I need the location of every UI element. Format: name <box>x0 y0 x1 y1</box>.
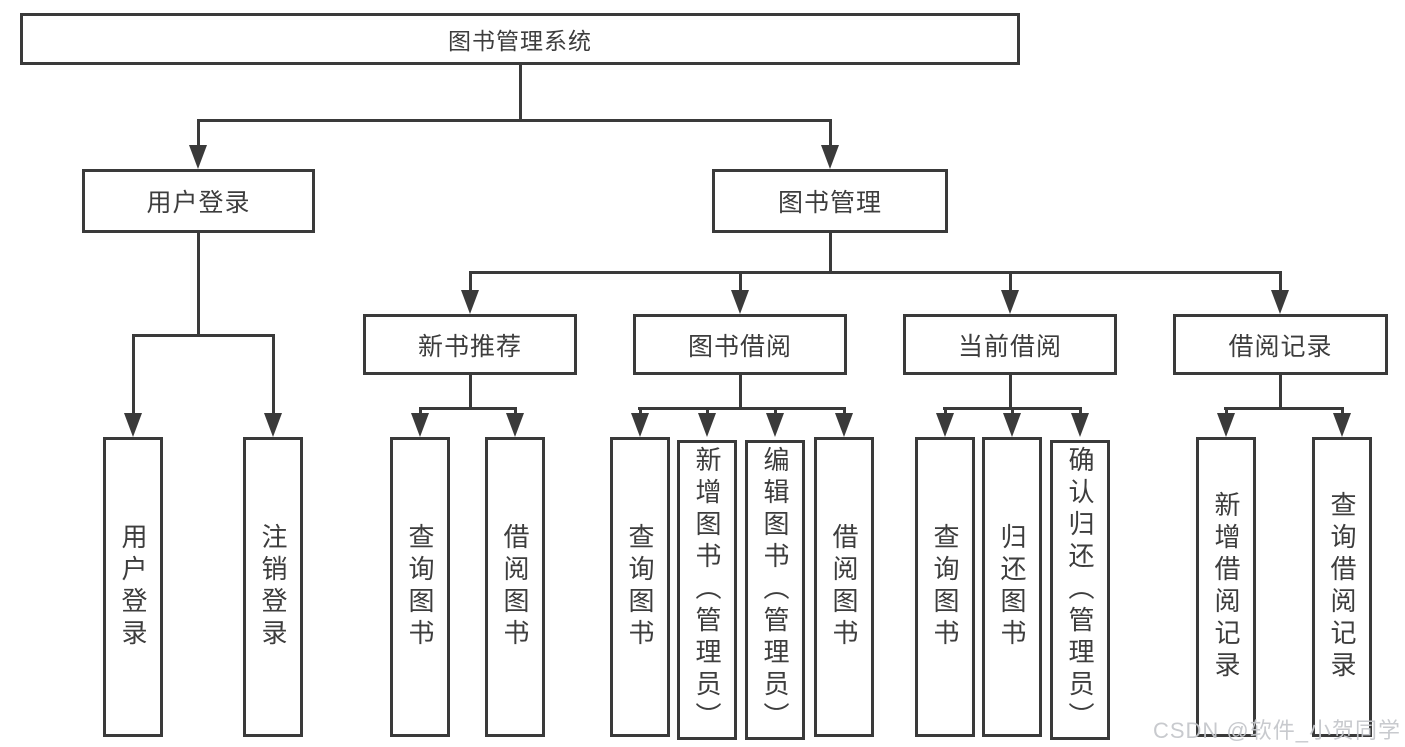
connector-line-horizontal <box>638 406 846 410</box>
connector-line-vertical <box>196 119 200 147</box>
connector-line-horizontal <box>943 406 1082 410</box>
arrowhead-down-icon <box>461 290 479 314</box>
connector-line-vertical <box>518 63 522 122</box>
arrowhead-down-icon <box>124 413 142 437</box>
connector-line-horizontal <box>419 406 517 410</box>
connector-line-vertical <box>638 407 642 415</box>
arrowhead-down-icon <box>698 413 716 437</box>
connector-line-vertical <box>271 334 275 415</box>
connector-line-vertical <box>943 407 947 415</box>
connector-line-vertical <box>1224 407 1228 415</box>
arrowhead-down-icon <box>835 413 853 437</box>
connector-line-vertical <box>513 407 517 415</box>
node-leaf-newbooks-borrow: 借阅图书 <box>485 437 545 737</box>
arrowhead-down-icon <box>264 413 282 437</box>
node-leaf-current-confirm-admin: 确认归还（管理员） <box>1050 440 1110 740</box>
arrowhead-down-icon <box>1217 413 1235 437</box>
node-leaf-newbooks-query: 查询图书 <box>390 437 450 737</box>
connector-line-vertical <box>468 271 472 292</box>
connector-line-horizontal <box>132 333 275 337</box>
arrowhead-down-icon <box>631 413 649 437</box>
connector-line-vertical <box>828 119 832 147</box>
node-leaf-records-query: 查询借阅记录 <box>1312 437 1372 737</box>
arrowhead-down-icon <box>1271 290 1289 314</box>
connector-line-vertical <box>705 407 709 415</box>
connector-line-horizontal <box>197 118 832 122</box>
connector-line-vertical <box>738 271 742 292</box>
node-leaf-borrow-add-admin: 新增图书（管理员） <box>677 440 737 740</box>
arrowhead-down-icon <box>766 413 784 437</box>
connector-line-vertical <box>1008 375 1012 410</box>
connector-line-vertical <box>1008 271 1012 292</box>
node-leaf-current-query: 查询图书 <box>915 437 975 737</box>
connector-line-vertical <box>828 233 832 274</box>
node-leaf-user-login: 用户登录 <box>103 437 163 737</box>
arrowhead-down-icon <box>821 145 839 169</box>
connector-line-vertical <box>773 407 777 415</box>
node-leaf-borrow-query: 查询图书 <box>610 437 670 737</box>
arrowhead-down-icon <box>1001 290 1019 314</box>
node-leaf-borrow-borrow: 借阅图书 <box>814 437 874 737</box>
arrowhead-down-icon <box>189 145 207 169</box>
node-leaf-logout: 注销登录 <box>243 437 303 737</box>
connector-line-horizontal <box>1224 406 1344 410</box>
arrowhead-down-icon <box>1071 413 1089 437</box>
connector-line-vertical <box>1340 407 1344 415</box>
connector-line-vertical <box>738 375 742 410</box>
arrowhead-down-icon <box>731 290 749 314</box>
connector-line-vertical <box>1078 407 1082 415</box>
arrowhead-down-icon <box>936 413 954 437</box>
connector-line-vertical <box>468 375 472 410</box>
connector-line-vertical <box>418 407 422 415</box>
node-leaf-records-add: 新增借阅记录 <box>1196 437 1256 737</box>
connector-line-vertical <box>1010 407 1014 415</box>
node-new-book-recommend: 新书推荐 <box>363 314 577 375</box>
node-root: 图书管理系统 <box>20 13 1020 65</box>
node-leaf-current-return: 归还图书 <box>982 437 1042 737</box>
node-leaf-borrow-edit-admin: 编辑图书（管理员） <box>745 440 805 740</box>
node-borrow-records: 借阅记录 <box>1173 314 1388 375</box>
node-user-login: 用户登录 <box>82 169 315 233</box>
node-book-management: 图书管理 <box>712 169 948 233</box>
connector-line-vertical <box>1278 375 1282 410</box>
csdn-watermark: CSDN @软件_小贺同学 <box>1152 718 1401 743</box>
connector-line-horizontal <box>469 270 1282 274</box>
connector-line-vertical <box>131 334 135 415</box>
connector-line-vertical <box>842 407 846 415</box>
arrowhead-down-icon <box>411 413 429 437</box>
connector-line-vertical <box>1278 271 1282 292</box>
connector-line-vertical <box>196 233 200 337</box>
node-book-borrow: 图书借阅 <box>633 314 847 375</box>
arrowhead-down-icon <box>506 413 524 437</box>
node-current-borrow: 当前借阅 <box>903 314 1117 375</box>
arrowhead-down-icon <box>1333 413 1351 437</box>
arrowhead-down-icon <box>1003 413 1021 437</box>
